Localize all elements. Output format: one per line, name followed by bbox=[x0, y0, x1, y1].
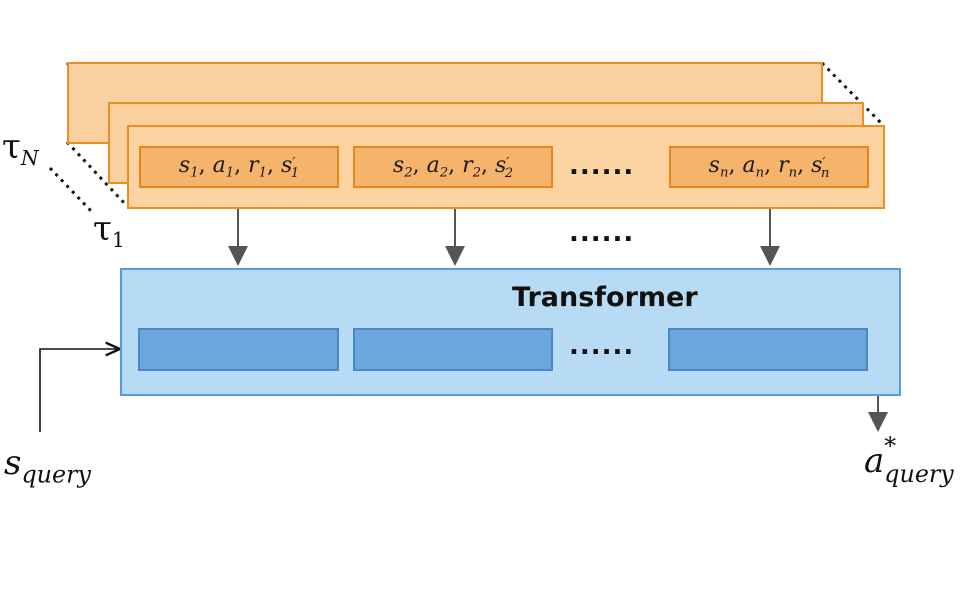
depth-edge-bottom-left bbox=[65, 140, 129, 208]
layer-label-tau-1: τ1 bbox=[93, 209, 125, 253]
token-1-text: s1, a1, r1, s′1 bbox=[178, 153, 300, 181]
embedding-box-1 bbox=[138, 328, 339, 371]
output-label-a-query: a*query bbox=[864, 432, 954, 488]
layer-label-tau-n: τN bbox=[2, 127, 39, 171]
transformer-title: Transformer bbox=[512, 282, 698, 313]
token-box-1: s1, a1, r1, s′1 bbox=[139, 146, 339, 188]
embedding-box-n bbox=[668, 328, 868, 371]
input-label-s-query: squery bbox=[4, 443, 91, 489]
embedding-box-2 bbox=[353, 328, 553, 371]
token-box-n: sn, an, rn, s′n bbox=[669, 146, 869, 188]
depth-edge-top-right bbox=[820, 61, 886, 128]
input-arrow bbox=[39, 349, 120, 432]
token-ellipsis: ...... bbox=[569, 151, 635, 181]
token-box-2: s2, a2, r2, s′2 bbox=[353, 146, 553, 188]
embedding-ellipsis: ...... bbox=[569, 331, 635, 361]
arrow-ellipsis: ...... bbox=[569, 218, 635, 248]
token-2-text: s2, a2, r2, s′2 bbox=[392, 153, 514, 181]
depth-edge-bottom-left-extend bbox=[48, 166, 94, 214]
token-n-text: sn, an, rn, s′n bbox=[708, 153, 830, 181]
